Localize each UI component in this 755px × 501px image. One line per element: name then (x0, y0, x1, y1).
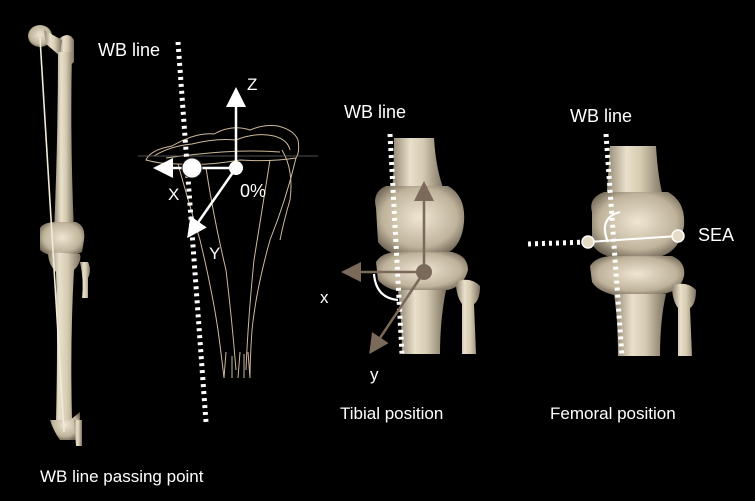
full-leg-bones (28, 25, 90, 446)
wb-passing-point (182, 158, 202, 178)
caption-tibial: Tibial position (340, 405, 443, 422)
knee-femoral-bones (590, 146, 696, 356)
axis-y-lower-label: y (370, 366, 379, 383)
caption-leg: WB line passing point (40, 468, 203, 485)
origin-point (229, 161, 243, 175)
tibia-outline (146, 126, 299, 379)
sea-label: SEA (698, 226, 734, 244)
axis-z-label: Z (247, 76, 257, 93)
wb-line-label-1: WB line (98, 41, 160, 59)
coordinate-axes-upper (158, 92, 243, 234)
axis-y-upper-label: Y (209, 245, 220, 262)
axis-x-upper-label: X (168, 186, 179, 203)
axis-x-lower-label: x (320, 289, 329, 306)
wb-line-label-2: WB line (344, 103, 406, 121)
caption-femoral: Femoral position (550, 405, 676, 422)
wb-line-label-3: WB line (570, 107, 632, 125)
origin-percent-label: 0% (240, 182, 266, 200)
